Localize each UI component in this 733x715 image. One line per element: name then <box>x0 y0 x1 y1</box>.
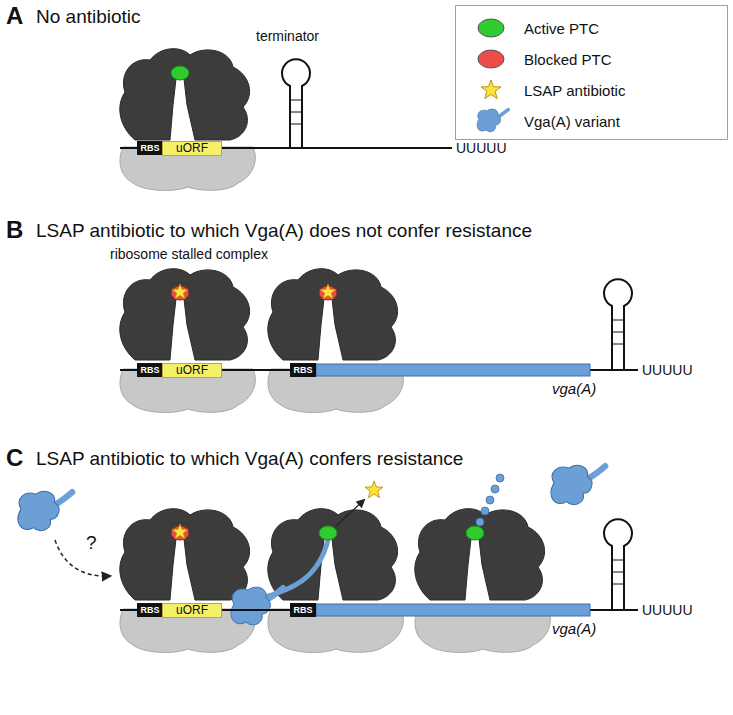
poly-u-label: UUUUU <box>456 140 507 156</box>
legend-swatch-ellipse <box>478 19 504 37</box>
legend-box: Active PTC Blocked PTC LSAP antibioticVga(… <box>455 5 728 140</box>
rbs-box: RBS <box>290 603 316 617</box>
node-text: uORF <box>176 142 208 154</box>
legend-entry: Active PTC <box>466 14 599 42</box>
uorf-box: uORF <box>162 363 222 378</box>
poly-u-label: UUUUU <box>642 602 693 618</box>
panel-title: No antibiotic <box>36 6 141 28</box>
legend-text: Blocked PTC <box>524 51 612 68</box>
panel-letter: A <box>6 2 23 30</box>
node-text: RBS <box>140 606 159 615</box>
terminator-label: terminator <box>256 28 319 44</box>
node-text: RBS <box>293 606 312 615</box>
panel-title: LSAP antibiotic to which Vga(A) confers … <box>36 448 463 470</box>
gene-label: vga(A) <box>552 380 596 397</box>
rbs-box: RBS <box>290 363 316 377</box>
panel-title: LSAP antibiotic to which Vga(A) does not… <box>36 220 532 242</box>
node-text: uORF <box>176 364 208 376</box>
legend-swatch <box>466 76 516 104</box>
legend-entry: Blocked PTC <box>466 45 612 73</box>
panel-letter: C <box>6 444 23 472</box>
node-text: uORF <box>176 604 208 616</box>
legend-text: LSAP antibiotic <box>524 82 625 99</box>
legend-swatch-symbol <box>481 80 501 98</box>
gene-label: vga(A) <box>552 620 596 637</box>
rbs-box: RBS <box>137 363 163 377</box>
legend-swatch-symbol <box>477 109 508 132</box>
legend-swatch <box>466 14 516 42</box>
panel-letter: B <box>6 216 23 244</box>
legend-entry: LSAP antibiotic <box>466 76 625 104</box>
uorf-box: uORF <box>162 603 222 618</box>
legend-text: Active PTC <box>524 20 599 37</box>
question-mark: ? <box>86 532 97 554</box>
node-text: RBS <box>140 366 159 375</box>
complex-label: ribosome stalled complex <box>110 246 268 262</box>
rbs-box: RBS <box>137 603 163 617</box>
poly-u-label: UUUUU <box>642 362 693 378</box>
legend-swatch <box>466 45 516 73</box>
uorf-box: uORF <box>162 141 222 156</box>
node-text: RBS <box>293 366 312 375</box>
node-text: RBS <box>140 144 159 153</box>
legend-entry: Vga(A) variant <box>466 107 620 135</box>
legend-text: Vga(A) variant <box>524 113 620 130</box>
legend-swatch-ellipse <box>478 50 504 68</box>
legend-swatch <box>466 107 516 135</box>
rbs-box: RBS <box>137 141 163 155</box>
